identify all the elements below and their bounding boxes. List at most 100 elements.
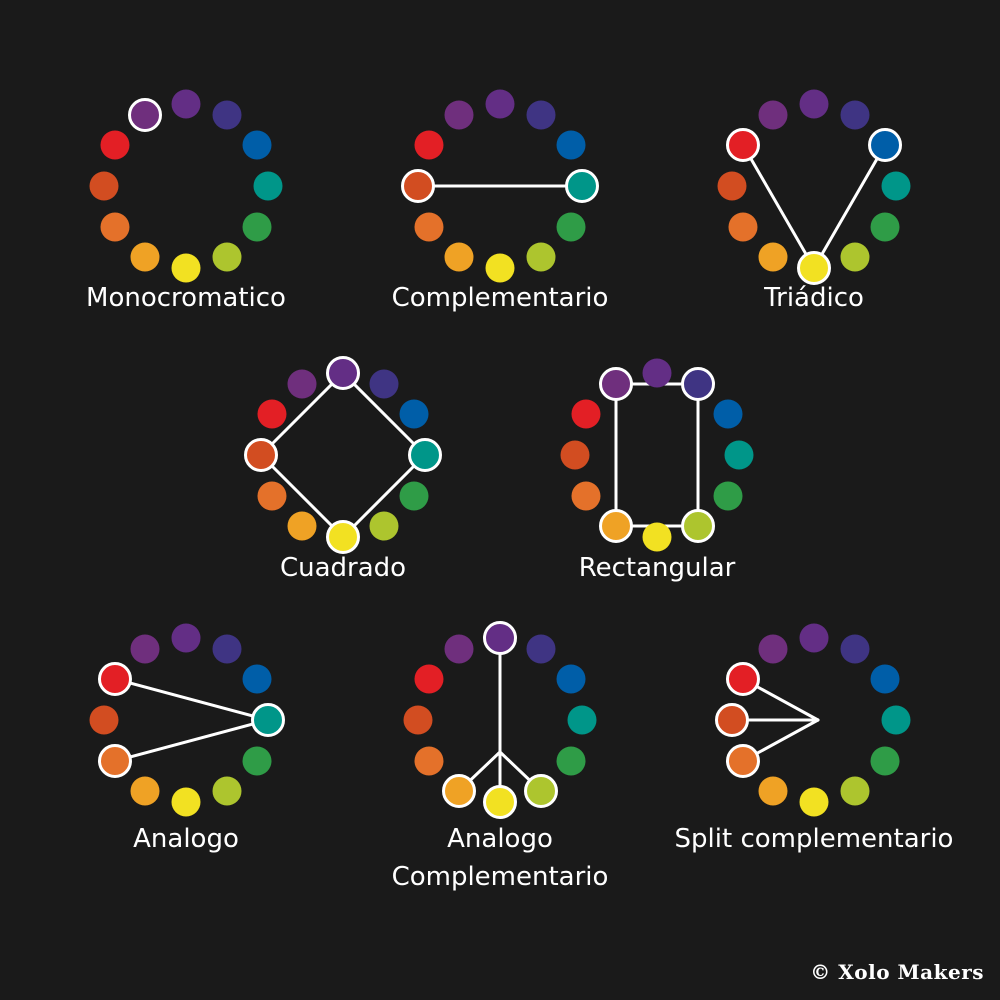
color-dot xyxy=(171,253,201,283)
harmony-link xyxy=(113,718,270,763)
color-dot xyxy=(444,100,474,130)
color-dot xyxy=(870,212,900,242)
color-dot xyxy=(212,776,242,806)
color-dot xyxy=(130,242,160,272)
wheel-monocromatico: Monocromatico xyxy=(86,89,286,313)
selected-color-dot xyxy=(599,509,633,544)
selected-color-dot xyxy=(681,509,715,544)
color-dot xyxy=(713,481,743,511)
color-dot xyxy=(414,664,444,694)
color-dot xyxy=(130,776,160,806)
color-dot xyxy=(485,89,515,119)
color-dot xyxy=(242,212,272,242)
color-dot xyxy=(287,511,317,541)
color-dot xyxy=(556,664,586,694)
wheel-label: Analogo xyxy=(133,824,239,854)
color-dot xyxy=(556,212,586,242)
selected-color-dot xyxy=(797,251,831,285)
color-dot xyxy=(212,634,242,664)
copyright-credit: © Xolo Makers xyxy=(810,960,984,984)
color-dot xyxy=(799,787,829,817)
selected-color-dot xyxy=(868,128,903,162)
harmony-link xyxy=(259,453,345,539)
selected-color-dot xyxy=(715,703,749,737)
harmony-link xyxy=(812,143,887,270)
wheel-label: Complementario xyxy=(392,283,609,313)
wheel-cuadrado: Cuadrado xyxy=(244,356,442,583)
selected-color-dot xyxy=(565,169,599,203)
color-dot xyxy=(212,100,242,130)
color-dot xyxy=(212,242,242,272)
color-dot xyxy=(89,705,119,735)
selected-color-dot xyxy=(251,703,285,737)
color-dot xyxy=(89,171,119,201)
selected-color-dot xyxy=(326,520,360,554)
color-dot xyxy=(171,623,201,653)
color-dot xyxy=(881,705,911,735)
wheel-complementario: Complementario xyxy=(392,89,609,313)
color-dot xyxy=(369,511,399,541)
selected-color-dot xyxy=(599,366,633,401)
color-dot xyxy=(840,242,870,272)
wheel-label: Complementario xyxy=(392,862,609,892)
wheel-label: Monocromatico xyxy=(86,283,286,313)
color-dot xyxy=(287,369,317,399)
color-dot xyxy=(414,130,444,160)
selected-color-dot xyxy=(408,438,442,472)
wheel-label: Analogo xyxy=(447,824,553,854)
color-dot xyxy=(257,399,287,429)
color-dot xyxy=(840,776,870,806)
color-dot xyxy=(399,481,429,511)
selected-color-dot xyxy=(128,97,162,132)
color-dot xyxy=(799,89,829,119)
selected-color-dot xyxy=(401,169,435,203)
selected-color-dot xyxy=(97,662,132,696)
wheel-analogo: Analogo xyxy=(89,623,285,854)
color-dot xyxy=(369,369,399,399)
harmony-link xyxy=(113,677,270,722)
selected-color-dot xyxy=(524,774,558,809)
color-dot xyxy=(100,130,130,160)
color-dot xyxy=(556,130,586,160)
color-dot xyxy=(242,130,272,160)
color-dot xyxy=(485,253,515,283)
selected-color-dot xyxy=(681,366,715,401)
color-dot xyxy=(444,242,474,272)
selected-color-dot xyxy=(483,785,517,819)
color-dot xyxy=(171,89,201,119)
harmony-link xyxy=(259,371,345,457)
color-dot xyxy=(724,440,754,470)
color-dot xyxy=(642,522,672,552)
color-dot xyxy=(403,705,433,735)
color-dot xyxy=(713,399,743,429)
color-dot xyxy=(399,399,429,429)
color-dot xyxy=(556,746,586,776)
wheel-label: Rectangular xyxy=(579,553,736,583)
color-dot xyxy=(758,242,788,272)
color-dot xyxy=(560,440,590,470)
color-dot xyxy=(242,746,272,776)
color-dot xyxy=(242,664,272,694)
color-dot xyxy=(717,171,747,201)
color-dot xyxy=(728,212,758,242)
color-dot xyxy=(840,100,870,130)
color-dot xyxy=(257,481,287,511)
color-dot xyxy=(171,787,201,817)
color-dot xyxy=(642,358,672,388)
selected-color-dot xyxy=(97,744,132,778)
color-dot xyxy=(414,212,444,242)
color-dot xyxy=(444,634,474,664)
color-dot xyxy=(253,171,283,201)
wheel-rectangular: Rectangular xyxy=(560,358,754,583)
wheel-label: Cuadrado xyxy=(280,553,406,583)
selected-color-dot xyxy=(725,128,760,162)
selected-color-dot xyxy=(326,356,360,390)
color-dot xyxy=(881,171,911,201)
selected-color-dot xyxy=(442,774,476,809)
wheel-triadico: Triádico xyxy=(717,89,911,313)
selected-color-dot xyxy=(244,438,278,472)
color-dot xyxy=(571,481,601,511)
selected-color-dot xyxy=(725,744,760,778)
